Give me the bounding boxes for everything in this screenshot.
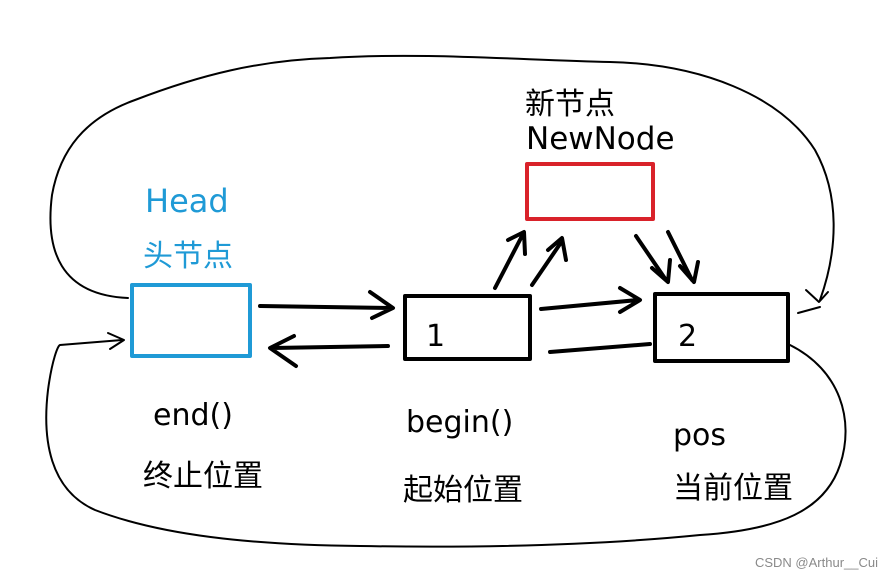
head-title: Head [145, 182, 229, 220]
pos-name-label: pos [673, 418, 727, 453]
newnode-title-en: NewNode [526, 121, 675, 157]
arrow-node2-to-node1 [548, 342, 652, 354]
arrow-node1-to-newnode-b [530, 236, 568, 287]
arrow-node1-to-head [268, 334, 390, 368]
begin-desc-label: 起始位置 [403, 473, 523, 508]
node2-box [653, 292, 790, 363]
arrow-newnode-to-node2-b [666, 230, 700, 284]
pos-desc-label: 当前位置 [673, 471, 793, 506]
begin-func-label: begin() [406, 405, 514, 440]
circular-link-top-arrowhead-2 [797, 306, 821, 314]
watermark: CSDN @Arthur__Cui [754, 555, 878, 570]
circular-link-top-arrowhead [805, 289, 829, 303]
arrow-node1-to-node2 [539, 286, 642, 314]
node1-number: 1 [426, 319, 446, 354]
head-node-box [130, 283, 252, 358]
node2-number: 2 [678, 319, 698, 354]
circular-link-top [49, 54, 835, 301]
arrow-head-to-node1 [258, 290, 395, 320]
end-desc-label: 终止位置 [143, 459, 263, 494]
arrow-newnode-to-node2-a [634, 234, 672, 284]
newnode-box [525, 162, 655, 221]
newnode-title-cn: 新节点 [525, 87, 615, 122]
node1-box [403, 294, 532, 361]
end-func-label: end() [153, 398, 233, 433]
head-subtitle: 头节点 [143, 239, 233, 274]
circular-link-bottom-arrowhead [107, 332, 125, 350]
arrow-node1-to-newnode-a [493, 230, 527, 290]
circular-link-bottom [45, 339, 847, 548]
